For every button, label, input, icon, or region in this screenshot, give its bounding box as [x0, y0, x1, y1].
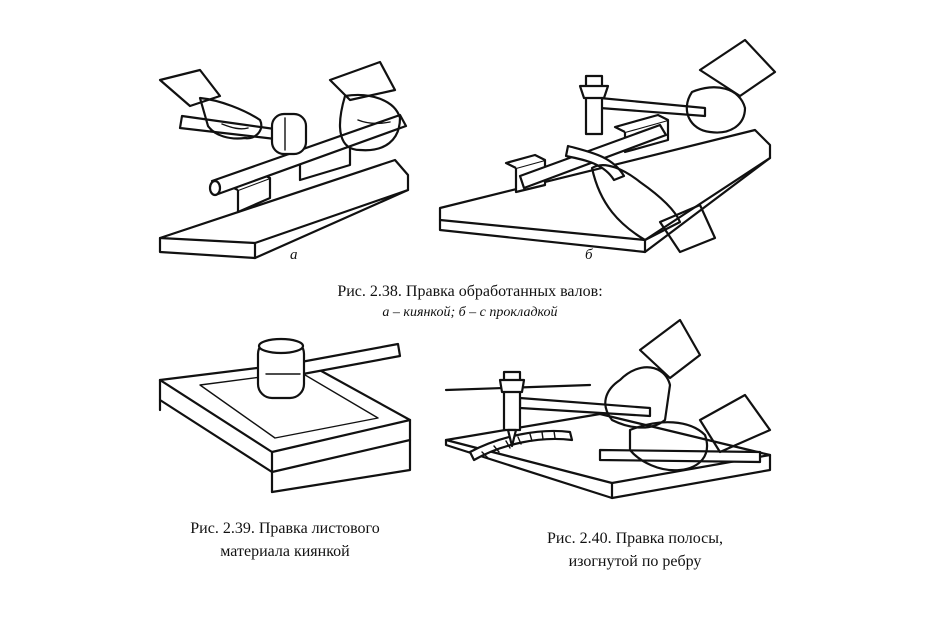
- fig-2-38a-drawing: [158, 60, 410, 260]
- fig-2-38-caption: Рис. 2.38. Правка обработанных валов:: [337, 283, 603, 300]
- fig-2-39-caption-line2: материала киянкой: [220, 543, 350, 560]
- fig-2-38b-label: б: [585, 247, 593, 263]
- fig-2-38a-label: а: [290, 247, 298, 263]
- fig-2-39-caption-line1: Рис. 2.39. Правка листового: [190, 520, 380, 537]
- fig-2-40-caption-line2: изогнутой по ребру: [568, 553, 702, 570]
- fig-2-40-caption-line1: Рис. 2.40. Правка полосы,: [547, 530, 723, 547]
- fig-2-38-subcaption: а – киянкой; б – с прокладкой: [382, 305, 558, 320]
- fig-2-40-drawing: [444, 318, 772, 500]
- fig-2-39-drawing: [158, 337, 412, 494]
- fig-2-38b-drawing: [438, 38, 777, 254]
